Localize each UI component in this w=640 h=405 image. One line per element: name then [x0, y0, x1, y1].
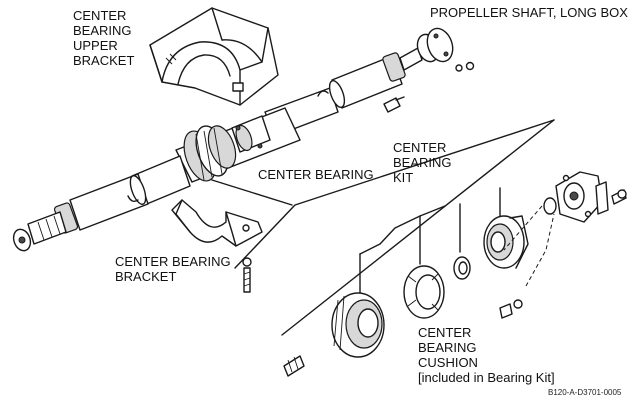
upper-bracket-drawing [149, 7, 279, 106]
bearing-cushion-label-line-4: [included in Bearing Kit] [418, 370, 555, 385]
front-shaft-drawing [12, 155, 191, 252]
bearing-cushion-label: CENTER BEARING CUSHION [included in Bear… [418, 325, 555, 385]
bearing-kit-label-line-1: CENTER [393, 140, 447, 155]
flange-drawing [283, 171, 627, 377]
upper-bracket-label-line-4: BRACKET [73, 53, 135, 68]
leader-lines [211, 119, 555, 336]
propeller-shaft-label: PROPELLER SHAFT, LONG BOX [430, 5, 628, 20]
figure-code: B120-A-D3701-0005 [548, 388, 622, 397]
center-shaft-drawing [175, 107, 301, 183]
upper-bracket-label-line-3: UPPER [73, 38, 118, 53]
bearing-bracket-label-line-2: BRACKET [115, 269, 177, 284]
upper-bracket-label: CENTER BEARING UPPER BRACKET [73, 8, 134, 68]
upper-bracket-label-line-1: CENTER [73, 8, 127, 23]
center-bearing-label: CENTER BEARING [258, 167, 374, 182]
bearing-cushion-label-line-3: CUSHION [418, 355, 478, 370]
bearing-cushion-label-line-1: CENTER [418, 325, 472, 340]
bearing-cushion-label-line-2: BEARING [418, 340, 477, 355]
bearing-kit-label: CENTER BEARING KIT [393, 140, 452, 185]
bearing-bracket-label-line-1: CENTER BEARING [115, 254, 231, 269]
bearing-kit-label-line-2: BEARING [393, 155, 452, 170]
bearing-assembly-drawing [331, 215, 529, 358]
bearing-kit-label-line-3: KIT [393, 170, 414, 185]
lower-bracket-drawing [171, 199, 263, 293]
upper-bracket-label-line-2: BEARING [73, 23, 132, 38]
bearing-bracket-label: CENTER BEARING BRACKET [115, 254, 231, 284]
long-shaft-drawing [264, 27, 475, 137]
